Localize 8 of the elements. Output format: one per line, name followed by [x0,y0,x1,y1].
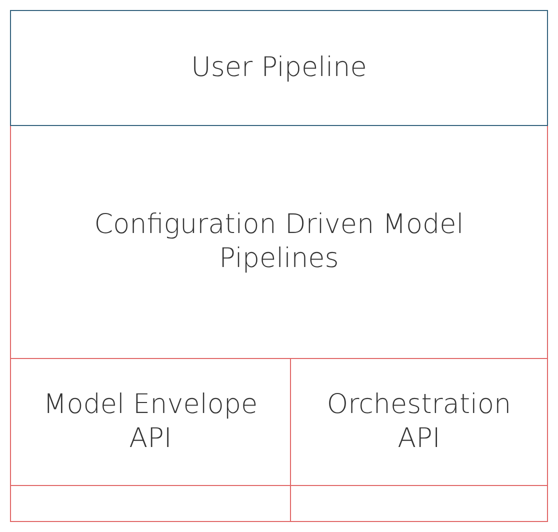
layer-box [10,485,291,522]
layer-label: User Pipeline [191,51,367,85]
layer-box [10,125,548,359]
layer-box [10,10,548,126]
layer-label: Configuration Driven Model Pipelines [93,208,465,276]
layer-label: Model Envelope API [42,388,259,456]
layer-box [290,485,548,522]
layer-label: Orchestration API [326,388,512,456]
